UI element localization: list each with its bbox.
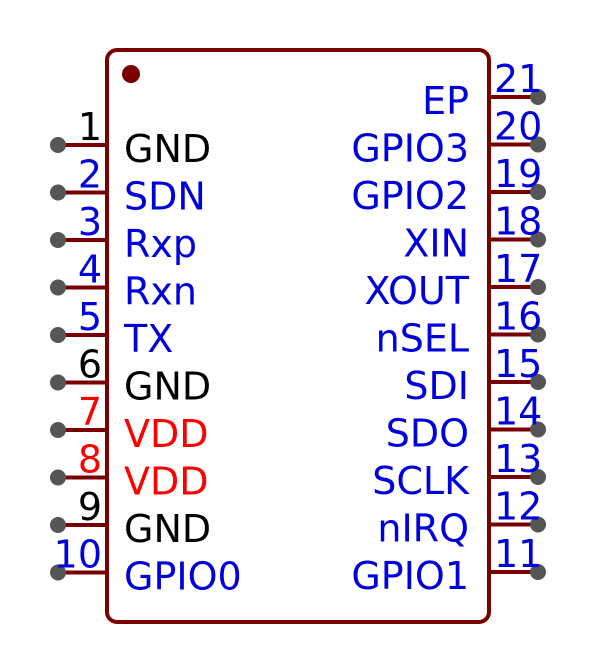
pin-endpoint	[50, 422, 66, 438]
pin-endpoint	[530, 469, 546, 485]
pin-endpoint	[50, 184, 66, 201]
pin-endpoint	[530, 326, 546, 343]
pin-endpoint	[530, 564, 546, 580]
pin-name: GND	[124, 127, 211, 171]
pin-name: GPIO3	[351, 127, 469, 171]
pin-number: 4	[78, 248, 102, 292]
pin-number: 15	[494, 342, 542, 386]
pin-endpoint	[530, 184, 546, 200]
pin-number: 3	[78, 200, 102, 244]
pin-endpoint	[530, 516, 546, 533]
pin-name: SDN	[124, 175, 206, 219]
pin-endpoint	[50, 137, 66, 153]
pin-endpoint	[530, 374, 546, 390]
pin-number: 11	[494, 532, 542, 576]
pin-number: 21	[494, 57, 542, 101]
pin-endpoint	[50, 232, 66, 248]
pin-number: 18	[494, 200, 542, 244]
pin-name: VDD	[124, 412, 209, 456]
pin-endpoint	[530, 89, 546, 105]
pin-name: GPIO1	[351, 554, 469, 598]
pin-number: 12	[494, 485, 542, 529]
pins-layer	[50, 89, 546, 581]
pin-number: 13	[494, 437, 542, 481]
pin-name: VDD	[124, 460, 209, 504]
pin-endpoint	[50, 374, 66, 391]
pin-number: 5	[78, 295, 102, 339]
pin-name: XOUT	[364, 269, 469, 313]
pin1-marker	[122, 65, 140, 83]
pin-number: 19	[494, 152, 542, 196]
pin-number: 2	[78, 153, 102, 197]
pin-name: SDO	[386, 412, 469, 456]
pin-number: 9	[78, 485, 102, 529]
pin-endpoint	[530, 231, 546, 248]
pin-number: 16	[494, 295, 542, 339]
pin-name: XIN	[403, 222, 469, 266]
pin-endpoint	[50, 469, 66, 486]
pin-number: 17	[494, 247, 542, 291]
pin-name: SCLK	[372, 459, 470, 503]
pin-endpoint	[50, 279, 66, 296]
pin-number: 6	[78, 343, 102, 387]
pin-number: 14	[494, 390, 542, 434]
pin-endpoint	[50, 327, 66, 343]
pin-name: Rxp	[124, 222, 197, 266]
pin-number: 7	[78, 390, 102, 434]
pin-name: GPIO2	[351, 174, 469, 218]
pin-number: 20	[494, 105, 542, 149]
pin-number: 10	[54, 533, 102, 577]
pin-endpoint	[530, 421, 546, 438]
pin-number: 8	[78, 438, 102, 482]
pin-name: SDI	[404, 364, 469, 408]
pin-endpoint	[530, 279, 546, 295]
pin-name: nSEL	[376, 317, 469, 361]
pin-name: GND	[124, 507, 211, 551]
pin-name: EP	[422, 79, 469, 123]
pin-name: TX	[123, 317, 173, 361]
pin-name: Rxn	[124, 270, 197, 314]
pin-name: GPIO0	[124, 555, 242, 599]
pin-number: 1	[78, 105, 102, 149]
pin-endpoint	[50, 564, 66, 581]
pin-name: nIRQ	[377, 507, 469, 551]
ic-body	[105, 48, 491, 624]
pin-endpoint	[50, 517, 66, 533]
pin-endpoint	[530, 136, 546, 153]
pin-name: GND	[124, 365, 211, 409]
